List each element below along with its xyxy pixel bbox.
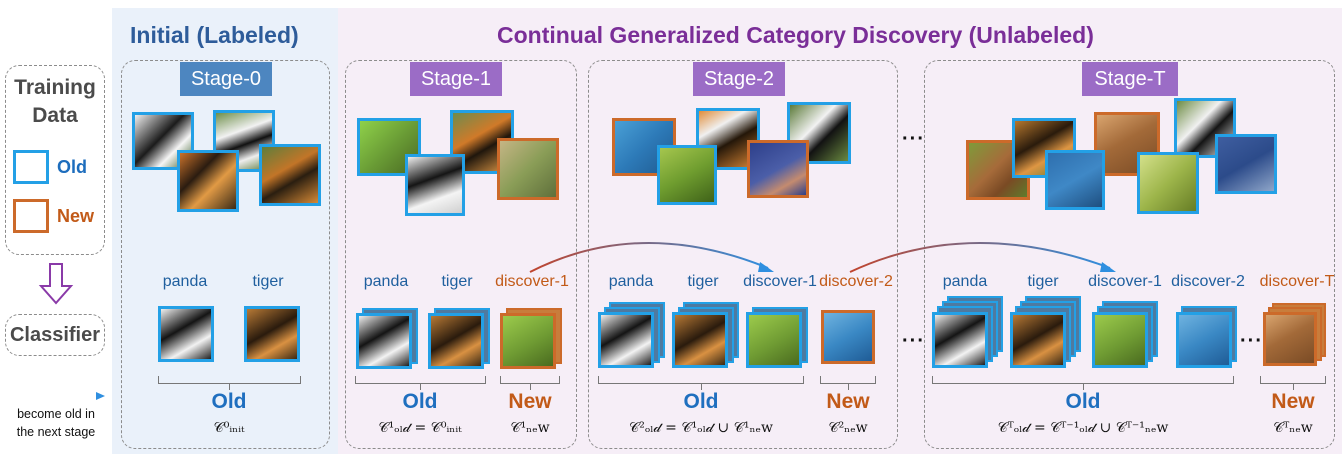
group-new-label: New	[508, 390, 552, 413]
bracket-tick	[530, 384, 532, 390]
red-to-blue-arrow-icon	[529, 242, 774, 273]
bracket-tick	[229, 384, 231, 390]
class-label-discover-1: discover-1	[1088, 273, 1162, 290]
class-label-discover-T: discover-T	[1259, 273, 1335, 290]
discover-2-prototype	[1176, 312, 1232, 368]
legend-new-label: New	[57, 206, 95, 226]
group-old-label: Old	[402, 390, 438, 413]
old-swatch	[13, 150, 49, 184]
panda-prototype	[158, 306, 214, 362]
panda-image	[787, 102, 851, 164]
class-label-discover-2: discover-2	[1171, 273, 1245, 290]
group-new-label: New	[826, 390, 870, 413]
discover-1-prototype	[1092, 312, 1148, 368]
shark-image	[1215, 134, 1277, 194]
classifier-ellipsis: ···	[902, 330, 925, 352]
panda-prototype	[932, 312, 988, 368]
class-label-panda: panda	[608, 273, 654, 290]
classifier-label: Classifier	[9, 324, 101, 346]
bird-image	[497, 138, 559, 200]
bracket-tick	[701, 384, 703, 390]
bracket-old	[355, 376, 486, 384]
bracket-old	[158, 376, 301, 384]
tiger-prototype	[1010, 312, 1066, 368]
class-label-tiger: tiger	[1027, 273, 1059, 290]
stage-1-box	[345, 60, 577, 449]
class-label-discover-1: discover-1	[743, 273, 817, 290]
class-label-discover-1: discover-1	[495, 273, 569, 290]
discover-2-prototype	[821, 310, 875, 364]
stage-0-tag: Stage-0	[180, 62, 272, 96]
class-label-tiger: tiger	[441, 273, 473, 290]
bracket-new	[500, 376, 560, 384]
panda-image	[405, 154, 465, 216]
stage-2-tag: Stage-2	[693, 62, 785, 96]
bracket-new	[820, 376, 876, 384]
red-to-blue-arrow-icon	[849, 241, 1116, 273]
group-old-label: Old	[683, 390, 719, 413]
initial-title: Initial (Labeled)	[130, 22, 299, 48]
stage-T-box	[924, 60, 1335, 449]
bracket-tick	[1083, 384, 1085, 390]
tiger-image	[259, 144, 321, 206]
tiger-prototype	[672, 312, 728, 368]
bird-image	[657, 145, 717, 205]
new-swatch	[13, 199, 49, 233]
discover-T-prototype	[1263, 312, 1317, 366]
discover-1-prototype	[500, 313, 556, 369]
class-label-tiger: tiger	[252, 273, 284, 290]
class-label-panda: panda	[363, 273, 409, 290]
shark-image	[747, 140, 809, 198]
continual-title: Continual Generalized Category Discovery…	[497, 22, 1094, 48]
arrow-note-line2: the next stage	[16, 425, 96, 439]
group-new-label: New	[1271, 390, 1315, 413]
formula-stage0-old: 𝒞⁰ᵢₙᵢₜ	[213, 420, 245, 436]
arrow-note-line1: become old in	[17, 407, 95, 421]
legend-old-label: Old	[57, 157, 87, 177]
stage-T-tag: Stage-T	[1082, 62, 1178, 96]
formula-stageT-old: 𝒞ᵀₒₗ𝒹 = 𝒞ᵀ⁻¹ₒₗ𝒹 ∪ 𝒞ᵀ⁻¹ₙₑw	[997, 420, 1169, 436]
class-label-discover-2: discover-2	[819, 273, 893, 290]
hollow-down-arrow-icon	[38, 263, 74, 305]
training-data-line1: Training	[14, 76, 96, 99]
panda-prototype	[356, 313, 412, 369]
arrow-note: become old in the next stage	[0, 405, 112, 441]
bracket-tick	[420, 384, 422, 390]
discover-1-prototype	[746, 312, 802, 368]
formula-stage1-old: 𝒞¹ₒₗ𝒹 = 𝒞⁰ᵢₙᵢₜ	[378, 420, 462, 436]
tiger-image	[177, 150, 239, 212]
group-old-label: Old	[211, 390, 247, 413]
tiger-prototype	[428, 313, 484, 369]
bracket-tick	[1293, 384, 1295, 390]
bracket-old	[598, 376, 804, 384]
tiger-prototype	[244, 306, 300, 362]
formula-stage1-new: 𝒞¹ₙₑw	[510, 420, 550, 436]
training-data-title: Training Data	[5, 74, 105, 130]
class-label-panda: panda	[942, 273, 988, 290]
bracket-old	[932, 376, 1234, 384]
class-label-tiger: tiger	[687, 273, 719, 290]
shark-image	[1045, 150, 1105, 210]
bracket-new	[1260, 376, 1326, 384]
bracket-tick	[848, 384, 850, 390]
formula-stage2-old: 𝒞²ₒₗ𝒹 = 𝒞¹ₒₗ𝒹 ∪ 𝒞¹ₙₑw	[629, 420, 773, 436]
stage-ellipsis: ···	[902, 128, 925, 150]
training-data-line2: Data	[32, 104, 78, 127]
bird-image	[1137, 152, 1199, 214]
group-old-label: Old	[1065, 390, 1101, 413]
panda-prototype	[598, 312, 654, 368]
red-to-blue-arrow-icon	[6, 392, 105, 400]
stage-0-box	[121, 60, 330, 449]
class-label-panda: panda	[162, 273, 208, 290]
formula-stageT-new: 𝒞ᵀₙₑw	[1273, 420, 1313, 436]
formula-stage2-new: 𝒞²ₙₑw	[828, 420, 868, 436]
classifier-box	[5, 314, 105, 356]
discover-ellipsis: ···	[1240, 330, 1263, 352]
training-data-legend	[5, 65, 105, 255]
stage-1-tag: Stage-1	[410, 62, 502, 96]
